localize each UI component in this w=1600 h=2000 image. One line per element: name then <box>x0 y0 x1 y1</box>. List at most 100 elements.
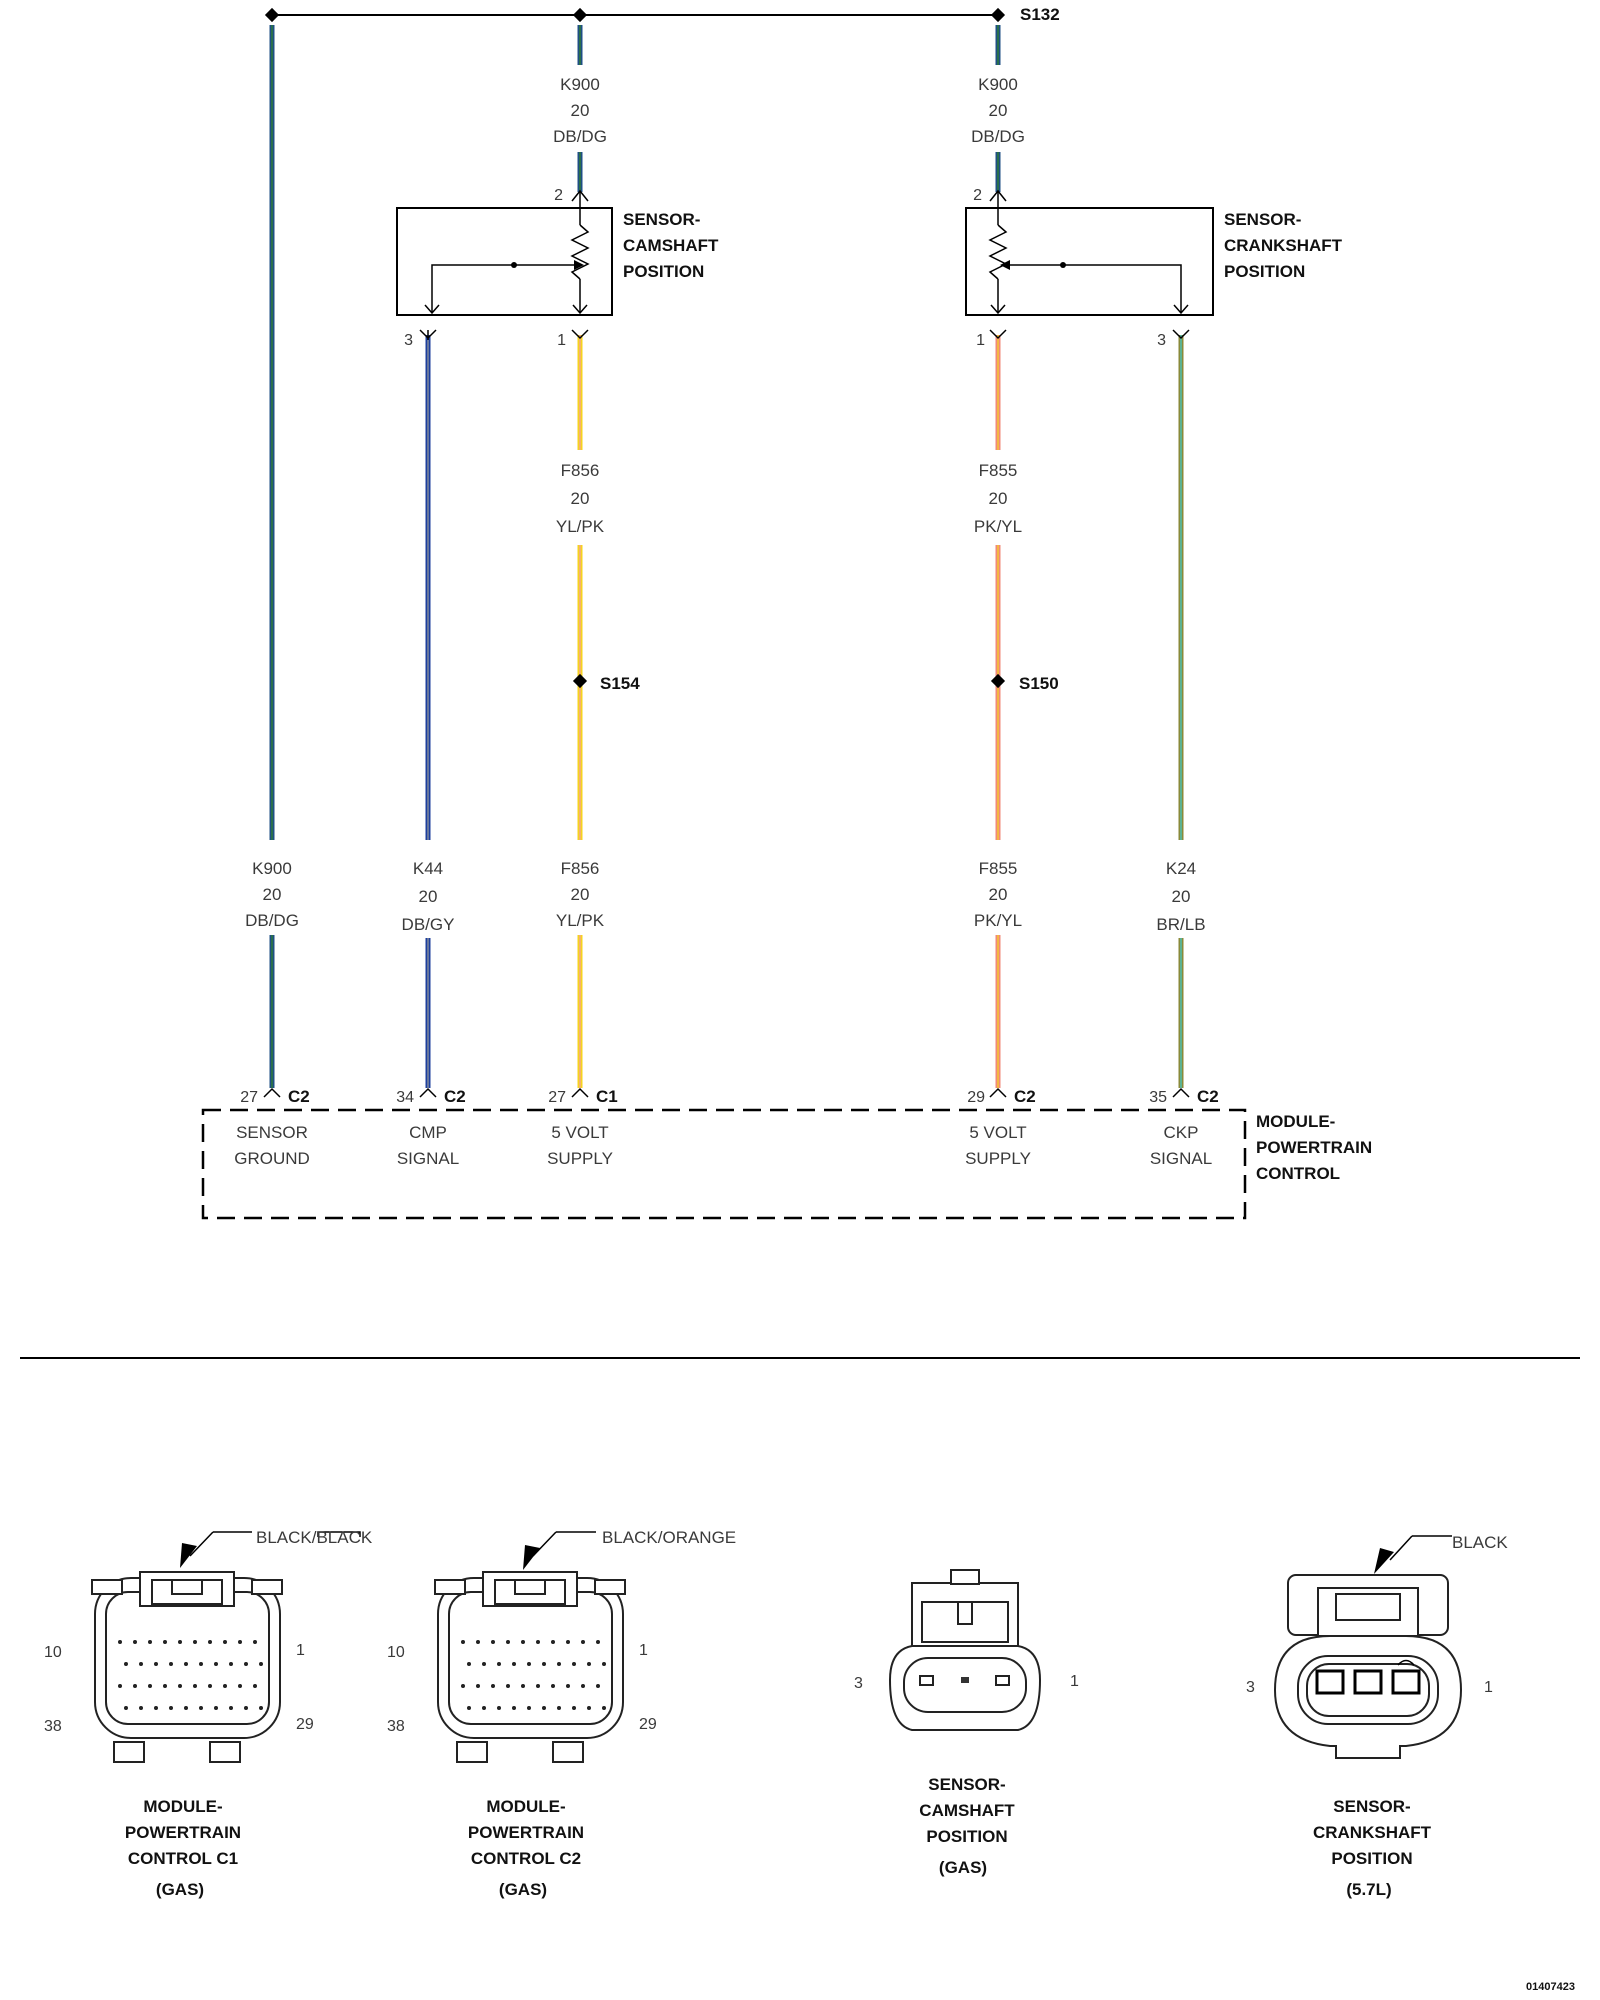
pin-cavity <box>184 1706 188 1710</box>
powertrain-control-module: 27 C2 34 C2 27 C1 29 C2 35 C2 SENSOR GRO… <box>201 1087 1372 1220</box>
pin-cavity <box>118 1640 122 1644</box>
pin-function: CKP <box>1164 1123 1199 1142</box>
sensor-title: CRANKSHAFT <box>1224 236 1343 255</box>
pin-cavity <box>566 1640 570 1644</box>
pin-cavity <box>178 1684 182 1688</box>
connector-view-pcm-c1: BLACK/BLACK 10 1 38 29 MODULE- POWERTRAI… <box>44 1528 373 1899</box>
pin-cavity <box>497 1662 501 1666</box>
pin-cavity <box>229 1662 233 1666</box>
pin-cavity <box>244 1662 248 1666</box>
pin-cavity <box>199 1662 203 1666</box>
wire-circuit-label: K24 <box>1166 859 1196 878</box>
wire-color-label: DB/GY <box>402 915 455 934</box>
connector-title: (GAS) <box>499 1880 547 1899</box>
pin-function: SUPPLY <box>547 1149 613 1168</box>
camshaft-position-sensor: 2 3 1 SENSOR- CAMSHAFT POSITION <box>396 187 719 349</box>
connector-title: POWERTRAIN <box>125 1823 241 1842</box>
pin-cavity <box>259 1706 263 1710</box>
wire-gauge-label: 20 <box>571 101 590 120</box>
pin-cavity <box>557 1662 561 1666</box>
connector-title: POSITION <box>926 1827 1007 1846</box>
wire-circuit-label: F855 <box>979 461 1018 480</box>
pin-number: 27 <box>548 1089 566 1106</box>
pin-number: 3 <box>404 332 413 349</box>
pin-cavity <box>163 1684 167 1688</box>
connector-color: BLACK/ORANGE <box>602 1528 736 1547</box>
pin-cavity <box>482 1706 486 1710</box>
pin-cavity <box>139 1706 143 1710</box>
pin-cavity <box>133 1640 137 1644</box>
wire-gauge-label: 20 <box>989 885 1008 904</box>
pin-function: GROUND <box>234 1149 310 1168</box>
pin-cavity <box>238 1684 242 1688</box>
pin-cavity <box>527 1706 531 1710</box>
connector-color: BLACK <box>1452 1533 1508 1552</box>
splice-s132-bus: S132 <box>264 5 1060 24</box>
pin-number: 27 <box>240 1089 258 1106</box>
wire-color-label: DB/DG <box>553 127 607 146</box>
pin-cavity <box>118 1684 122 1688</box>
pin-cavity <box>214 1706 218 1710</box>
connector-title: (GAS) <box>156 1880 204 1899</box>
sensor-title: POSITION <box>623 262 704 281</box>
pin-number: 1 <box>296 1642 305 1659</box>
pin-cavity <box>163 1640 167 1644</box>
connector-id: C1 <box>596 1087 618 1106</box>
module-title: CONTROL <box>1256 1164 1340 1183</box>
wire-color-label: BR/LB <box>1156 915 1205 934</box>
wire-circuit-label: F856 <box>561 461 600 480</box>
pin-cavity <box>566 1684 570 1688</box>
connector-pin-grids <box>118 1640 606 1710</box>
document-number: 01407423 <box>1526 1981 1575 1993</box>
wire-color-label: DB/DG <box>245 911 299 930</box>
pin-cavity <box>602 1662 606 1666</box>
wire-circuit-label: K900 <box>978 75 1018 94</box>
wire-gauge-label: 20 <box>989 489 1008 508</box>
pin-number: 35 <box>1149 1089 1167 1106</box>
pin-cavity <box>133 1684 137 1688</box>
pin-function: SENSOR <box>236 1123 308 1142</box>
pin-cavity <box>506 1640 510 1644</box>
sensor-title: POSITION <box>1224 262 1305 281</box>
pin-cavity <box>193 1640 197 1644</box>
pin-number: 38 <box>44 1718 62 1735</box>
pin-cavity <box>491 1684 495 1688</box>
pin-cavity <box>521 1684 525 1688</box>
connector-title: MODULE- <box>143 1797 222 1816</box>
pin-number: 10 <box>387 1644 405 1661</box>
pin-cavity <box>557 1706 561 1710</box>
pin-cavity <box>491 1640 495 1644</box>
wire-circuit-label: K900 <box>560 75 600 94</box>
pin-cavity <box>521 1640 525 1644</box>
splice-label-s150: S150 <box>1019 674 1059 693</box>
pin-cavity <box>178 1640 182 1644</box>
module-title: MODULE- <box>1256 1112 1335 1131</box>
pin-cavity <box>259 1662 263 1666</box>
pin-number: 29 <box>296 1716 314 1733</box>
pin-cavity <box>223 1684 227 1688</box>
pin-number: 3 <box>1157 332 1166 349</box>
pin-cavity <box>169 1662 173 1666</box>
wire-gauge-label: 20 <box>571 489 590 508</box>
connector-id: C2 <box>1197 1087 1219 1106</box>
sensor-title: CAMSHAFT <box>623 236 719 255</box>
wire-circuit-label: F856 <box>561 859 600 878</box>
pin-cavity <box>476 1640 480 1644</box>
wire-color-label: YL/PK <box>556 911 605 930</box>
connector-title: SENSOR- <box>928 1775 1005 1794</box>
pin-number: 3 <box>1246 1679 1255 1696</box>
pin-cavity <box>169 1706 173 1710</box>
pin-cavity <box>596 1684 600 1688</box>
pin-cavity <box>238 1640 242 1644</box>
wire-gauge-label: 20 <box>263 885 282 904</box>
pin-cavity <box>536 1640 540 1644</box>
pin-cavity <box>596 1640 600 1644</box>
pin-number: 34 <box>396 1089 414 1106</box>
wire-gauge-label: 20 <box>1172 887 1191 906</box>
pin-cavity <box>602 1706 606 1710</box>
connector-title: (GAS) <box>939 1858 987 1877</box>
pin-cavity <box>551 1684 555 1688</box>
splice-label-s154: S154 <box>600 674 640 693</box>
pin-cavity <box>148 1684 152 1688</box>
